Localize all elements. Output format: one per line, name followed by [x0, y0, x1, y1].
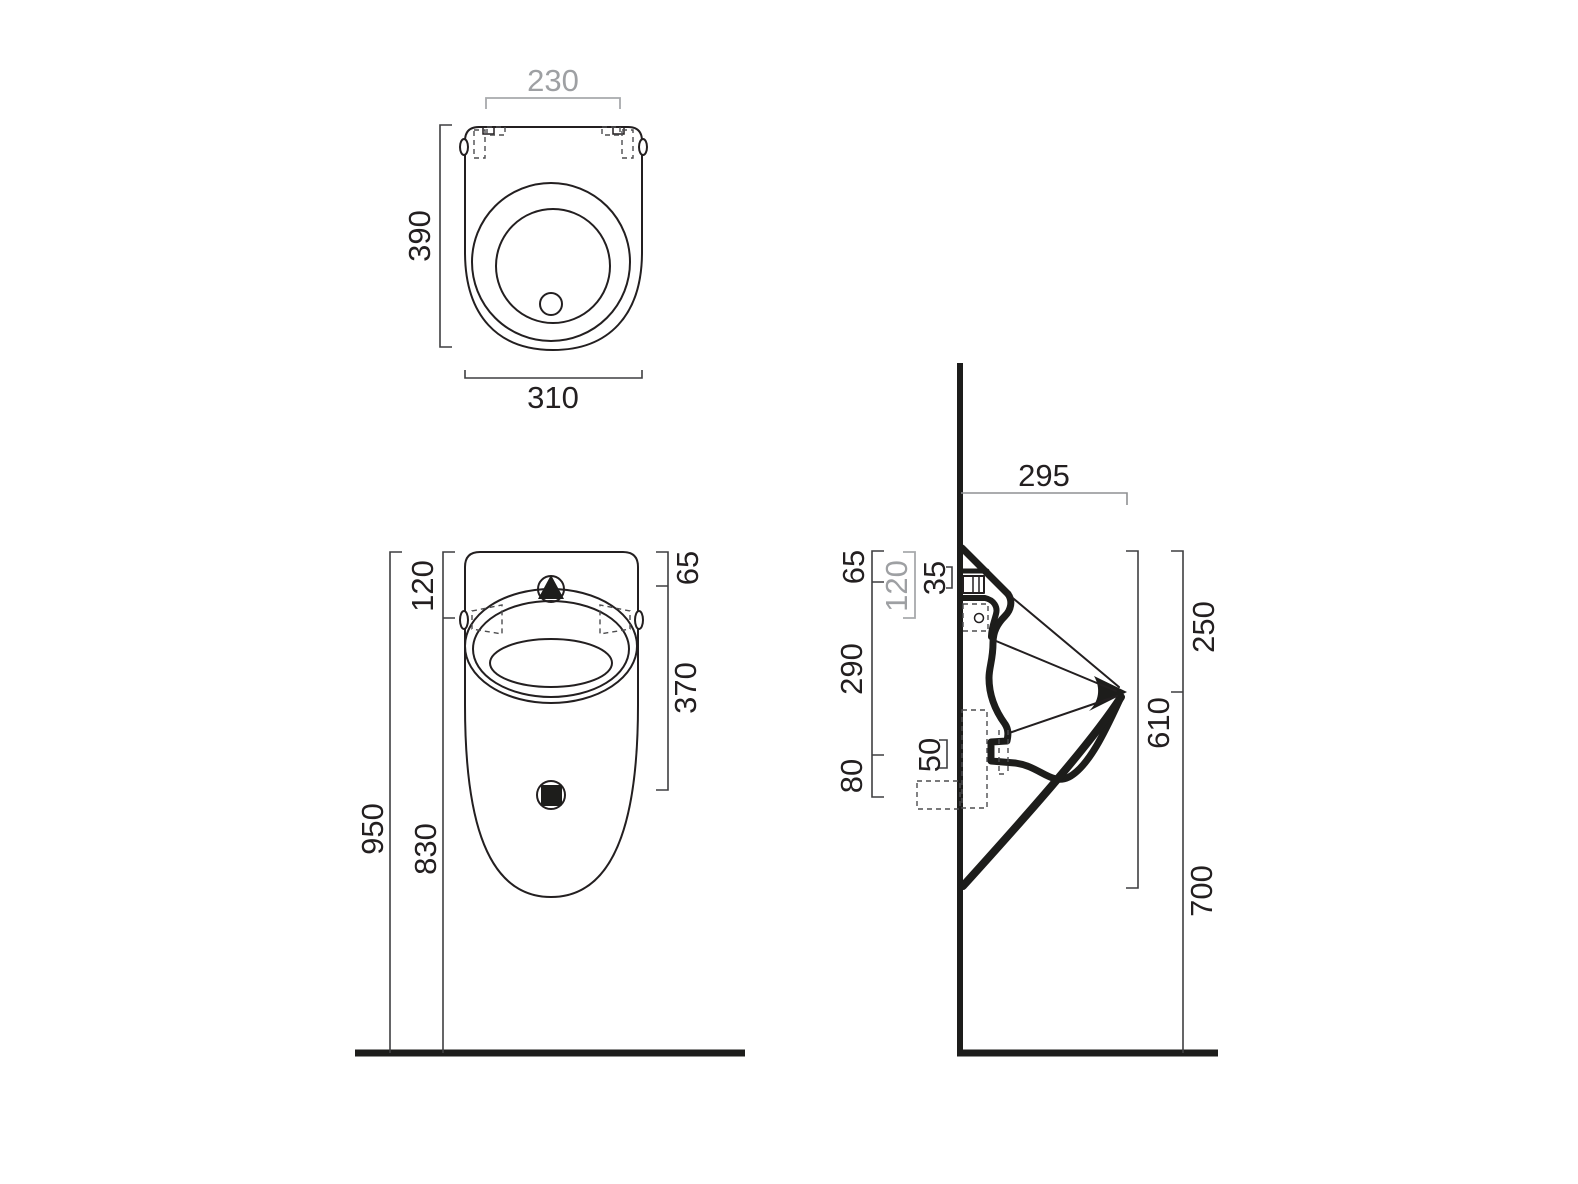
dim-35-label: 35 [917, 561, 952, 595]
fixing-dashed-box [962, 603, 989, 632]
basin-circle [495, 208, 611, 324]
trap-edge-line [1008, 695, 1118, 734]
section-bowl-profile [985, 590, 1125, 783]
dim-295-label: 295 [1018, 458, 1070, 493]
dim-290-label: 290 [834, 643, 869, 695]
dim-120-front-label: 120 [405, 560, 440, 612]
rim-circle [471, 182, 631, 342]
mounting-lug-left [459, 138, 469, 156]
front-lug-left [459, 610, 469, 630]
rim-edge-line [1007, 593, 1120, 688]
front-lug-right [634, 610, 644, 630]
dim-65-370-bracket [656, 551, 669, 791]
dim-610-label: 610 [1141, 697, 1176, 749]
dim-80-label: 80 [834, 759, 869, 793]
outlet-marker-square [541, 785, 562, 806]
section-under-rim [959, 595, 1000, 640]
wall-outlet-dashed-box [916, 780, 961, 810]
top-view: 230 390 310 [402, 63, 648, 415]
front-fixing-dashed-left [471, 604, 503, 635]
dim-120-side-label: 120 [879, 560, 914, 612]
dim-295-line [961, 492, 1128, 505]
dim-610-bracket [1126, 550, 1139, 889]
dim-120-side-bracket [903, 551, 916, 619]
dim-65-side-label: 65 [836, 550, 871, 584]
top-body-outline [464, 126, 643, 351]
fixing-tab-dashed-left-top [486, 126, 506, 136]
front-basin [489, 638, 613, 688]
dim-left-stack-bracket [871, 550, 884, 798]
dim-50-label: 50 [912, 738, 947, 772]
section-bottom-shell [959, 693, 1125, 890]
dim-310-bracket [464, 370, 643, 379]
dim-700-label: 700 [1184, 865, 1219, 917]
outlet-pipe-dashed [998, 730, 1009, 775]
dim-230-bracket [485, 97, 621, 109]
dim-250-700-line [1171, 550, 1184, 1053]
fixing-tab-dashed-right-top [601, 126, 621, 136]
outlet-marker-ring [536, 780, 566, 810]
dim-830-120-line [442, 551, 455, 1053]
dim-65-front-label: 65 [670, 551, 705, 585]
dim-50-bracket [939, 739, 948, 769]
drain-circle [539, 292, 563, 316]
dim-370-label: 370 [668, 662, 703, 714]
front-rim-inner [472, 600, 630, 698]
front-fixing-dashed-right [599, 604, 631, 635]
front-rim-outer [464, 588, 638, 704]
fixing-tab-dashed-right [621, 129, 634, 159]
dim-310-label: 310 [527, 380, 579, 415]
basin-edge-line [995, 640, 1117, 692]
dim-35-bracket [946, 566, 953, 589]
front-body-outline [464, 551, 639, 898]
dim-230-label: 230 [527, 63, 579, 98]
dim-390-label: 390 [402, 210, 437, 262]
mounting-lug-right [638, 138, 648, 156]
side-view: 295 65 290 80 120 35 50 610 250 700 [834, 363, 1221, 1057]
dim-250-label: 250 [1186, 601, 1221, 653]
inlet-marker-triangle [538, 575, 564, 599]
dim-950-label: 950 [355, 803, 390, 855]
fixing-tab-dashed-left [473, 129, 486, 159]
dim-390-bracket [439, 124, 452, 348]
outlet-dashed-box [961, 709, 988, 809]
front-view: 950 120 830 65 370 [355, 551, 745, 1057]
fixing-hole [973, 612, 985, 624]
dim-830-label: 830 [408, 823, 443, 875]
dim-950-line [389, 551, 402, 1053]
